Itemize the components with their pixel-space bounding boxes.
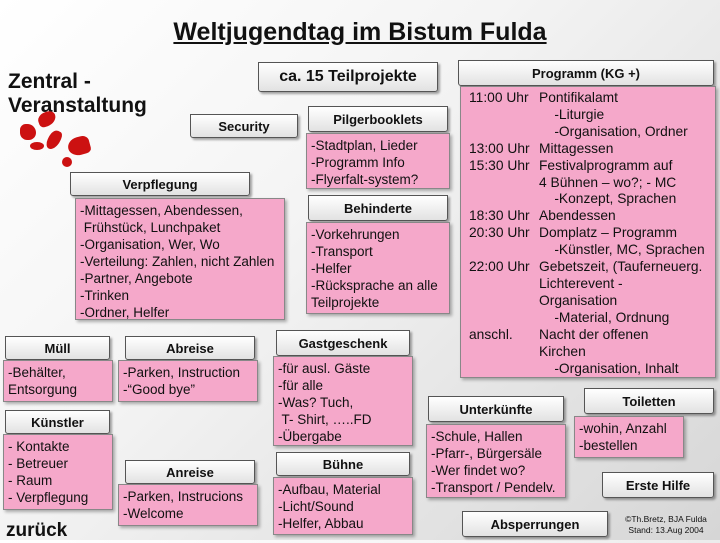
anreise-header: Anreise bbox=[125, 460, 255, 484]
zentral-veranstaltung-label: Zentral - Veranstaltung bbox=[8, 70, 147, 117]
programm-row: -Organisation, Inhalt bbox=[539, 360, 679, 376]
abreise-box: -Parken, Instruction -“Good bye” bbox=[118, 360, 258, 402]
muell-header: Müll bbox=[5, 336, 110, 360]
abreise-header: Abreise bbox=[125, 336, 255, 360]
security-header: Security bbox=[190, 114, 298, 138]
buehne-header: Bühne bbox=[276, 452, 410, 476]
programm-row: -Liturgie bbox=[539, 106, 605, 122]
toiletten-box: -wohin, Anzahl -bestellen bbox=[574, 416, 684, 458]
pilgerbooklets-header: Pilgerbooklets bbox=[308, 106, 448, 132]
programm-row: Kirchen bbox=[539, 343, 586, 359]
anreise-box: -Parken, Instrucions -Welcome bbox=[118, 484, 258, 526]
unterkuenfte-box: -Schule, Hallen -Pfarr-, Bürgersäle -Wer… bbox=[426, 424, 566, 498]
programm-header: Programm (KG +) bbox=[458, 60, 714, 86]
verpflegung-box: -Mittagessen, Abendessen, Frühstück, Lun… bbox=[75, 198, 285, 320]
programm-row: -Konzept, Sprachen bbox=[539, 191, 677, 207]
programm-row: anschl.Nacht der offenen bbox=[469, 326, 649, 342]
muell-box: -Behälter, Entsorgung bbox=[3, 360, 113, 402]
credit-text: ©Th.Bretz, BJA Fulda Stand: 13.Aug 2004 bbox=[625, 514, 707, 535]
kuenstler-box: - Kontakte - Betreuer - Raum - Verpflegu… bbox=[3, 434, 113, 510]
programm-row: -Material, Ordnung bbox=[539, 309, 670, 325]
absperrungen-header: Absperrungen bbox=[462, 511, 608, 537]
programm-row: -Organisation, Ordner bbox=[539, 123, 688, 139]
programm-row: Organisation bbox=[539, 292, 618, 308]
behinderte-header: Behinderte bbox=[308, 195, 448, 221]
gastgeschenk-box: -für ausl. Gäste -für alle -Was? Tuch, T… bbox=[273, 356, 413, 446]
pilgerbooklets-box: -Stadtplan, Lieder -Programm Info -Flyer… bbox=[306, 133, 450, 189]
zurueck-link[interactable]: zurück bbox=[6, 520, 68, 541]
kuenstler-header: Künstler bbox=[5, 410, 110, 434]
verpflegung-header: Verpflegung bbox=[70, 172, 250, 196]
erste-hilfe-header: Erste Hilfe bbox=[602, 472, 714, 498]
gastgeschenk-header: Gastgeschenk bbox=[276, 330, 410, 356]
unterkuenfte-header: Unterkünfte bbox=[428, 396, 564, 422]
teilprojekte-header: ca. 15 Teilprojekte bbox=[258, 62, 438, 92]
programm-row: Lichterevent - bbox=[539, 275, 623, 291]
behinderte-box: -Vorkehrungen -Transport -Helfer -Rücksp… bbox=[306, 222, 450, 314]
programm-row: -Künstler, MC, Sprachen bbox=[539, 242, 705, 258]
wjt-logo-icon bbox=[18, 109, 98, 167]
buehne-box: -Aufbau, Material -Licht/Sound -Helfer, … bbox=[273, 477, 413, 535]
programm-row: 4 Bühnen – wo?; - MC bbox=[539, 174, 677, 190]
toiletten-header: Toiletten bbox=[584, 388, 714, 414]
page-title: Weltjugendtag im Bistum Fulda bbox=[173, 18, 547, 46]
